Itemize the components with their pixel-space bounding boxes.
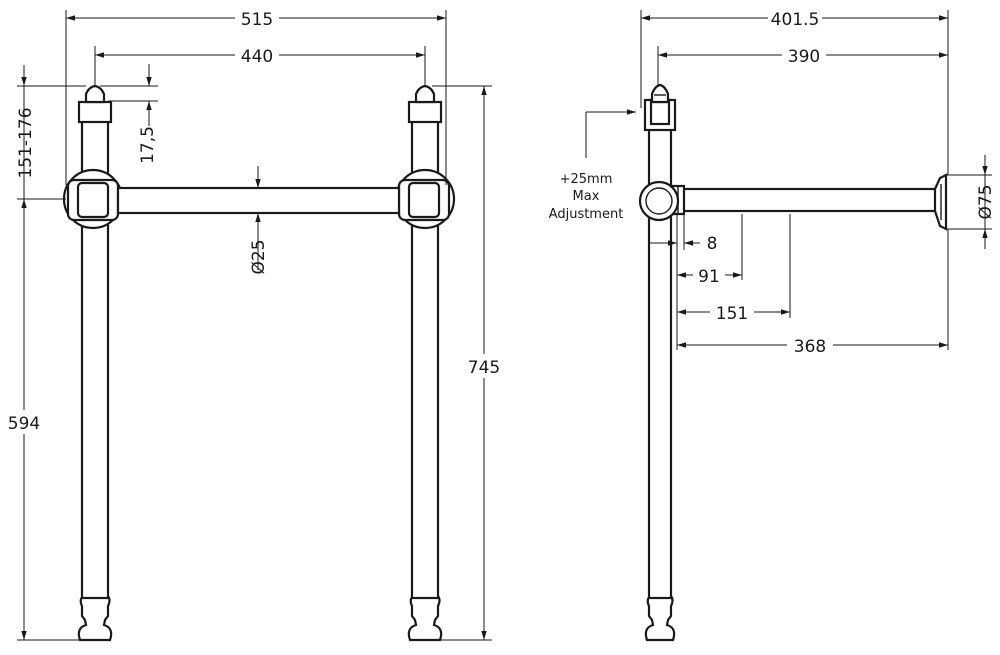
dim-8-label: 8	[707, 234, 718, 254]
dim-floor-to-rail-label: 594	[8, 414, 40, 434]
dim-8: 8	[649, 214, 717, 254]
dim-151-label: 151	[716, 304, 748, 324]
adjustment-note-line-1: +25mm	[560, 172, 613, 187]
dim-overall-depth-label: 401.5	[771, 10, 820, 30]
dim-wall-to-leg-label: 390	[788, 47, 820, 67]
left-leg-foot	[77, 594, 113, 642]
dim-flange-diameter: Ø75	[946, 155, 996, 249]
dim-floor-to-rail: 594	[2, 199, 80, 641]
adjustment-callout: +25mm Max Adjustment	[549, 109, 636, 222]
dim-91-label: 91	[698, 267, 720, 287]
dim-368-label: 368	[794, 337, 826, 357]
adjustment-note-line-3: Adjustment	[549, 207, 624, 222]
dim-wall-to-leg: 390	[657, 43, 948, 85]
left-rail-collar-inner	[76, 181, 110, 219]
side-leg	[643, 83, 677, 642]
adjustment-note-line-2: Max	[573, 189, 600, 204]
dim-overall-width: 515	[65, 6, 447, 185]
dim-cap-height-label: 17,5	[138, 126, 158, 164]
dim-leg-centres: 440	[94, 43, 426, 86]
left-leg-cap	[77, 100, 113, 124]
side-rail-fitting-inner	[645, 187, 673, 215]
dim-overall-height: 745	[432, 85, 506, 641]
side-leg-finial	[650, 83, 670, 104]
right-leg-cap	[407, 100, 443, 124]
dim-rail-diameter-label: Ø25	[249, 239, 269, 274]
side-leg-cap-insert	[649, 100, 671, 126]
dim-151: 151	[676, 214, 791, 324]
front-rail	[116, 186, 401, 215]
right-leg-foot	[407, 594, 443, 642]
right-leg-finial	[414, 84, 436, 104]
dim-overall-height-label: 745	[468, 358, 500, 378]
front-view: 515 440 151-176 17,5	[2, 6, 506, 642]
dim-leg-centres-label: 440	[241, 47, 273, 67]
side-leg-foot	[644, 594, 676, 642]
dim-rail-diameter: Ø25	[249, 166, 269, 275]
right-leg	[394, 84, 456, 642]
side-view: +25mm Max Adjustment 401.5 390 Ø75	[549, 6, 996, 642]
dim-cap-height: 17,5	[100, 64, 158, 164]
dim-overall-width-label: 515	[241, 10, 273, 30]
left-leg-finial	[84, 84, 106, 104]
dim-flange-diameter-label: Ø75	[976, 184, 996, 219]
dim-91: 91	[676, 214, 743, 287]
dim-rail-height-range-label: 151-176	[16, 107, 36, 178]
side-leg-tube	[647, 98, 673, 600]
side-rail	[674, 187, 944, 213]
left-leg	[62, 84, 124, 642]
dim-overall-depth: 401.5	[640, 6, 949, 175]
right-rail-collar-inner	[407, 181, 441, 219]
dim-368: 368	[676, 229, 949, 357]
